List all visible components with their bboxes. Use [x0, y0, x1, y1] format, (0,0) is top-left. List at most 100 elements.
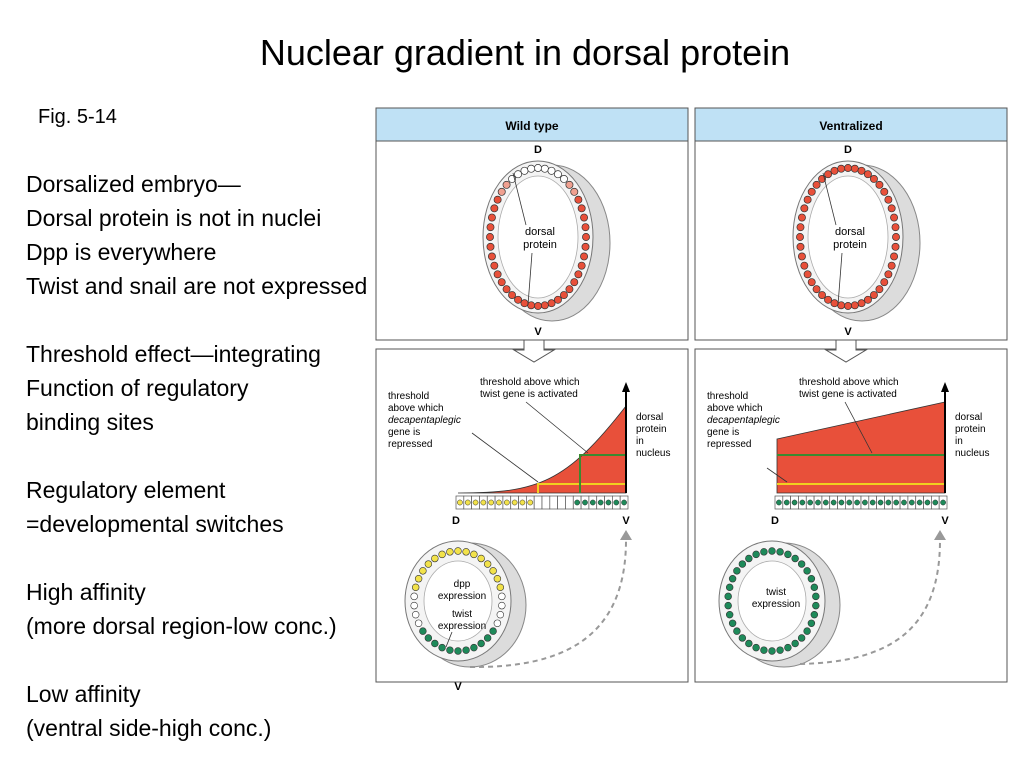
note-line: binding sites — [26, 409, 154, 435]
embryo-label: protein — [833, 239, 867, 251]
cell — [549, 495, 558, 510]
nucleus — [844, 164, 852, 172]
nucleus — [520, 166, 529, 175]
bottom-dorsal-label: D — [771, 515, 779, 527]
nucleus — [890, 252, 899, 261]
nucleus — [850, 164, 859, 173]
y-axis-label: protein — [955, 424, 986, 435]
cell-nucleus — [621, 499, 627, 506]
cell-nucleus — [574, 499, 581, 506]
pointer-line — [837, 252, 843, 306]
nucleus — [800, 204, 809, 213]
nucleus — [830, 166, 839, 175]
threshold-low-label: threshold — [707, 391, 748, 402]
embryo-label: dorsal — [525, 226, 555, 238]
bottom-ventral-label: V — [622, 515, 630, 527]
nucleus — [863, 170, 872, 179]
threshold-high-label: twist gene is activated — [480, 389, 578, 400]
nucleus — [411, 583, 420, 592]
threshold-low-label: above which — [388, 403, 444, 414]
bottom-ventral-label: V — [941, 515, 949, 527]
cell-nucleus — [488, 499, 495, 506]
embryo-yolk — [737, 560, 807, 642]
nucleus — [540, 301, 549, 310]
cell — [533, 495, 543, 510]
cell-nucleus — [464, 499, 471, 506]
nucleus — [527, 164, 536, 173]
y-axis-label: nucleus — [955, 448, 989, 459]
nucleus — [560, 175, 568, 183]
nucleus — [454, 647, 462, 655]
nucleus — [796, 242, 805, 251]
cell-nucleus — [613, 499, 620, 506]
nucleus — [887, 204, 896, 213]
notes-text: Dorsalized embryo— Dorsal protein is not… — [26, 167, 367, 745]
cell-nucleus — [822, 499, 829, 506]
cell-nucleus — [597, 499, 604, 506]
panel-header-label: Ventralized — [819, 119, 882, 133]
nucleus — [791, 639, 799, 648]
nucleus — [797, 213, 806, 222]
nucleus — [892, 233, 900, 241]
panel-header-bg — [375, 107, 689, 142]
nucleus — [565, 285, 574, 294]
cell-nucleus — [885, 499, 892, 506]
note-line: Threshold effect—integrating — [26, 341, 321, 367]
cell-nucleus — [932, 499, 939, 506]
nucleus — [582, 233, 590, 241]
note-line: Dorsal protein is not in nuclei — [26, 205, 322, 231]
nucleus — [803, 195, 812, 204]
cell-nucleus — [589, 499, 596, 506]
nucleus — [580, 252, 589, 261]
dorsal-axis-label: D — [844, 144, 852, 156]
nucleus — [477, 554, 485, 563]
note-line: Dpp is everywhere — [26, 239, 217, 265]
y-axis-label: in — [636, 436, 644, 447]
nucleus — [857, 166, 866, 175]
figure-label: Fig. 5-14 — [38, 106, 117, 128]
nucleus — [824, 295, 833, 304]
cell-nucleus — [862, 499, 868, 506]
note-line: (more dorsal region-low conc.) — [26, 613, 337, 639]
cell-nucleus — [838, 499, 845, 506]
y-axis-label: protein — [636, 424, 667, 435]
nucleus — [565, 180, 574, 189]
nucleus — [824, 170, 833, 179]
nucleus — [891, 242, 900, 251]
nucleus — [738, 560, 747, 568]
cell-nucleus — [940, 499, 946, 506]
note-line: Low affinity — [26, 681, 141, 707]
y-axis-arrow — [941, 382, 949, 392]
cell-nucleus — [582, 499, 588, 506]
nucleus — [760, 548, 768, 556]
threshold-low-label: above which — [707, 403, 763, 414]
nucleus — [486, 233, 494, 241]
cell-nucleus — [776, 499, 782, 506]
nucleus — [547, 166, 556, 175]
dorsal-axis-label: D — [534, 144, 542, 156]
nucleus — [797, 634, 806, 642]
nucleus — [818, 291, 826, 299]
nucleus — [890, 213, 899, 222]
nucleus — [490, 261, 499, 270]
bottom-embryo-ventral-label: V — [454, 681, 462, 693]
curved-arrow-head — [620, 530, 632, 540]
nucleus — [752, 550, 760, 559]
nucleus — [863, 295, 872, 304]
nucleus — [431, 554, 439, 563]
nucleus — [540, 164, 549, 173]
threshold-high-label: threshold above which — [480, 377, 580, 388]
nucleus — [570, 278, 579, 287]
nucleus — [446, 646, 454, 654]
nucleus — [580, 213, 589, 222]
panel-header-bg — [694, 107, 1008, 142]
note-line: High affinity — [26, 579, 146, 605]
nucleus — [812, 285, 821, 294]
nucleus — [497, 278, 506, 287]
nucleus — [527, 301, 536, 310]
nucleus — [508, 291, 516, 299]
nucleus — [553, 170, 562, 179]
nucleus — [850, 301, 859, 310]
nucleus — [570, 187, 579, 196]
embryo-yolk — [423, 560, 493, 642]
